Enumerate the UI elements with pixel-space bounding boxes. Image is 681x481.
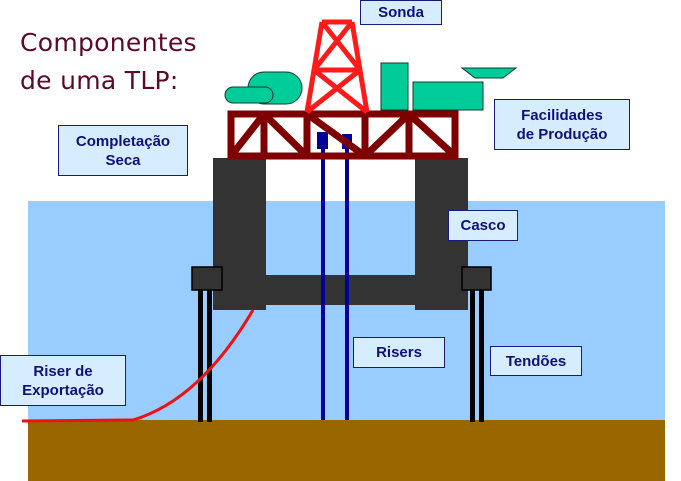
label-riser-exportacao-line-2: Exportação (22, 381, 104, 399)
label-casco: Casco (448, 210, 518, 241)
label-casco-text: Casco (460, 217, 506, 234)
label-riser-exportacao-line-1: Riser de (33, 362, 93, 380)
risers (321, 140, 349, 420)
label-facilidades-line-2: de Produção (516, 125, 608, 143)
seabed (28, 420, 665, 481)
label-risers: Risers (353, 337, 445, 368)
label-completacao-line-1: Completação (75, 132, 171, 150)
label-sonda: Sonda (360, 0, 442, 25)
diagram-title: Componentes de uma TLP: (20, 24, 197, 100)
tendons (198, 290, 484, 422)
production-equipment (224, 62, 518, 111)
tendon-porch-right (461, 266, 492, 291)
label-sonda-text: Sonda (378, 4, 424, 21)
export-riser (21, 309, 255, 423)
title-line-1: Componentes (20, 28, 197, 57)
tendon-porch-left (191, 266, 223, 291)
label-completacao-seca: Completação Seca (58, 125, 188, 176)
label-tendoes-text: Tendões (505, 352, 567, 370)
label-risers-text: Risers (376, 344, 422, 361)
label-facilidades-line-1: Facilidades (521, 106, 603, 124)
deck-truss (227, 110, 459, 160)
label-tendoes: Tendões (490, 346, 582, 376)
label-completacao-line-2: Seca (105, 151, 141, 169)
label-facilidades-producao: Facilidades de Produção (494, 99, 630, 150)
label-riser-exportacao: Riser de Exportação (0, 355, 126, 406)
derrick (304, 19, 370, 114)
title-line-2: de uma TLP: (20, 66, 179, 95)
